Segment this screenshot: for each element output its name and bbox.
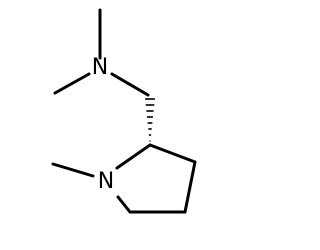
bond-n-ch2 [110, 72, 150, 97]
bond-ring-n-c2 [115, 143, 152, 170]
background [0, 0, 250, 250]
bond-c2-c3 [148, 143, 197, 164]
stereo-hashed-wedge [145, 98, 155, 142]
chemical-structure: N N [0, 0, 250, 250]
ring-nitrogen-label: N [98, 169, 114, 194]
bond-c5-ring-n [116, 195, 132, 214]
amine-nitrogen-label: N [92, 55, 108, 80]
bond-n-methyl-left [53, 72, 91, 95]
bond-c3-c4 [183, 160, 197, 214]
bonds [51, 8, 197, 214]
bond-ring-n-methyl [51, 162, 95, 178]
